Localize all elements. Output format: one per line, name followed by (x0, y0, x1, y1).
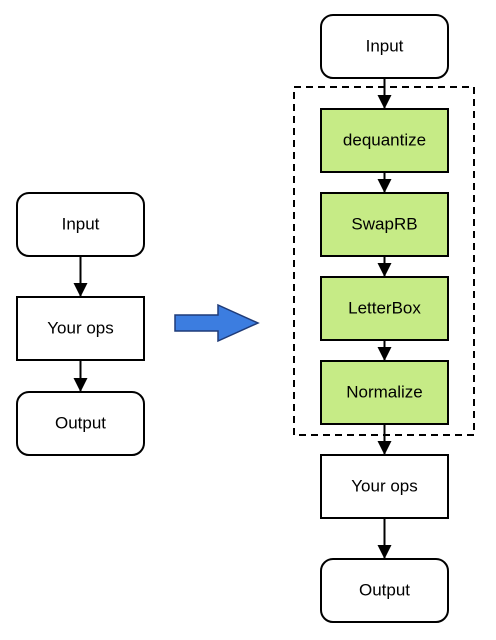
step-label-dequantize: dequantize (343, 130, 426, 149)
left-input-label: Input (62, 214, 100, 233)
step-label-swaprb: SwapRB (351, 214, 417, 233)
left-input-node: Input (16, 192, 145, 257)
step-node-letterbox: LetterBox (320, 276, 449, 341)
step-label-letterbox: LetterBox (348, 298, 421, 317)
step-node-swaprb: SwapRB (320, 192, 449, 257)
step-label-normalize: Normalize (346, 382, 423, 401)
step-node-normalize: Normalize (320, 360, 449, 425)
right-ops-node: Your ops (320, 454, 449, 519)
left-output-label: Output (55, 413, 106, 432)
right-ops-label: Your ops (351, 476, 417, 495)
right-input-node: Input (320, 14, 449, 79)
right-output-node: Output (320, 558, 449, 623)
right-output-label: Output (359, 580, 410, 599)
right-input-label: Input (366, 36, 404, 55)
transform-arrow-icon (174, 303, 260, 343)
left-output-node: Output (16, 391, 145, 456)
step-node-dequantize: dequantize (320, 108, 449, 173)
left-ops-label: Your ops (47, 318, 113, 337)
left-ops-node: Your ops (16, 296, 145, 361)
